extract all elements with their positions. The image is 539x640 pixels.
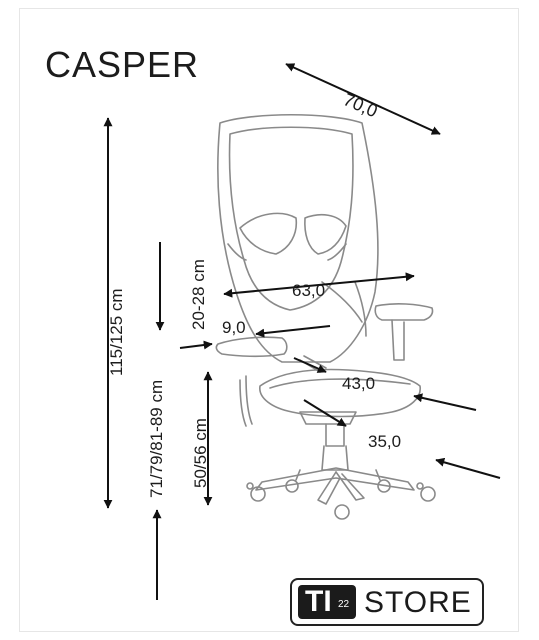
diagram-frame <box>19 8 519 632</box>
product-title: CASPER <box>45 44 200 85</box>
label-armrest-height: 71/79/81-89 cm <box>147 380 166 498</box>
label-seat-depth: 43,0 <box>342 374 375 393</box>
dim-seat-depth-right <box>413 393 477 411</box>
dimension-labels: 70,0 63,0 9,0 43,0 35,0 115/125 cm 20-28… <box>107 89 401 498</box>
chair-outline <box>215 113 436 520</box>
seat-mechanism <box>299 411 357 425</box>
star-base <box>255 467 415 491</box>
dim-width <box>285 63 441 135</box>
caster <box>377 479 391 493</box>
seat <box>259 368 421 418</box>
label-seat-height: 50/56 cm <box>191 418 210 488</box>
label-headrest-adjust: 20-28 cm <box>189 259 208 330</box>
lumbar-cutout <box>304 213 347 255</box>
caster <box>285 479 299 493</box>
gas-cylinder <box>325 423 345 447</box>
label-total-height: 115/125 cm <box>107 288 126 376</box>
caster <box>420 486 436 502</box>
caster <box>334 504 350 520</box>
label-armrest-depth: 9,0 <box>222 318 246 337</box>
logo-superscript: 22 <box>338 599 350 610</box>
dim-armrest-depth-right <box>255 325 331 338</box>
dim-armrest-depth-left <box>179 340 213 350</box>
logo-store-text: STORE <box>364 586 472 619</box>
armrest-right <box>374 303 434 321</box>
dim-armrest-span <box>223 272 415 298</box>
dimension-lines <box>103 63 501 600</box>
dim-base-right <box>435 457 501 479</box>
dim-base-left <box>303 399 347 427</box>
logo-ti-block: TI 22 <box>298 585 356 619</box>
caster <box>250 486 266 502</box>
label-base: 35,0 <box>368 432 401 451</box>
armrest-left <box>215 336 288 358</box>
armrest-right-post <box>391 319 405 361</box>
label-armrest-span: 63,0 <box>292 281 325 300</box>
lumbar-cutout <box>239 212 298 255</box>
store-logo: TI 22 STORE <box>290 578 484 626</box>
dim-seat-depth-left <box>293 357 327 373</box>
label-width: 70,0 <box>340 89 380 121</box>
logo-ti-text: TI <box>305 585 332 618</box>
